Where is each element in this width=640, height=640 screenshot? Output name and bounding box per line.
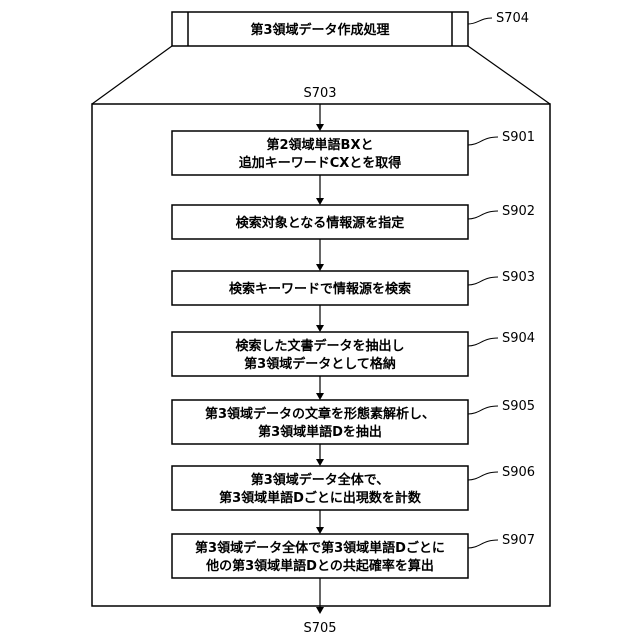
step-id-leader [468, 406, 498, 414]
step-text-line: 他の第3領域単語Dとの共起確率を算出 [205, 558, 434, 574]
step-text-line: 追加キーワードCXとを取得 [239, 155, 402, 171]
step-text-line: 第2領域単語BXと [267, 137, 374, 153]
expand-line-left [92, 46, 172, 104]
arrow-into-first-step [316, 104, 324, 131]
step-id-leader [468, 472, 498, 480]
step-text-line: 第3領域データ全体で、 [251, 472, 390, 488]
header-step-leader [468, 18, 492, 24]
process-step-s905: 第3領域データの文章を形態素解析し、第3領域単語Dを抽出 S905 [172, 399, 535, 444]
process-step-s907: 第3領域データ全体で第3領域単語Dごとに他の第3領域単語Dとの共起確率を算出 S9… [172, 533, 535, 578]
step-id-label: S907 [502, 533, 535, 548]
step-id-label: S901 [502, 130, 535, 145]
process-step-s901: 第2領域単語BXと追加キーワードCXとを取得 S901 [172, 130, 535, 175]
process-step-s904: 検索した文書データを抽出し第3領域データとして格納 S904 [172, 331, 535, 376]
step-id-label: S906 [502, 465, 535, 480]
step-text-line: 第3領域単語Dを抽出 [258, 424, 382, 440]
step-text-line: 第3領域データとして格納 [244, 356, 396, 372]
header-process-box: 第3領域データ作成処理 [172, 12, 468, 46]
step-id-leader [468, 211, 498, 219]
frame-bottom-label: S705 [303, 621, 336, 636]
process-step-s902: 検索対象となる情報源を指定 S902 [172, 204, 535, 239]
arrow-out-of-frame [316, 578, 324, 614]
arrow-to-s907 [316, 510, 324, 534]
step-text-line: 検索キーワードで情報源を検索 [229, 281, 411, 297]
process-step-s906: 第3領域データ全体で、第3領域単語Dごとに出現数を計数 S906 [172, 465, 535, 510]
step-id-label: S902 [502, 204, 535, 219]
arrow-to-s905 [316, 376, 324, 400]
frame-top-label: S703 [303, 86, 336, 101]
expand-line-right [468, 46, 550, 104]
arrow-to-s903 [316, 239, 324, 271]
step-id-leader [468, 137, 498, 145]
step-id-label: S905 [502, 399, 535, 414]
header-step-label: S704 [496, 11, 529, 26]
step-text-line: 第3領域データの文章を形態素解析し、 [205, 406, 435, 422]
step-boxes: 第2領域単語BXと追加キーワードCXとを取得 S901 検索対象となる情報源を指定 S… [172, 130, 535, 578]
arrow-to-s902 [316, 175, 324, 205]
step-id-leader [468, 540, 498, 548]
step-id-label: S903 [502, 270, 535, 285]
step-text-line: 第3領域データ全体で第3領域単語Dごとに [195, 540, 445, 556]
step-text-line: 第3領域単語Dごとに出現数を計数 [219, 490, 422, 506]
step-id-leader [468, 277, 498, 285]
arrow-to-s904 [316, 305, 324, 332]
step-id-leader [468, 338, 498, 346]
step-id-label: S904 [502, 331, 535, 346]
process-step-s903: 検索キーワードで情報源を検索 S903 [172, 270, 535, 305]
step-text-line: 検索した文書データを抽出し [235, 338, 404, 354]
step-text-line: 検索対象となる情報源を指定 [236, 215, 405, 231]
header-title: 第3領域データ作成処理 [250, 22, 389, 38]
arrow-to-s906 [316, 444, 324, 466]
